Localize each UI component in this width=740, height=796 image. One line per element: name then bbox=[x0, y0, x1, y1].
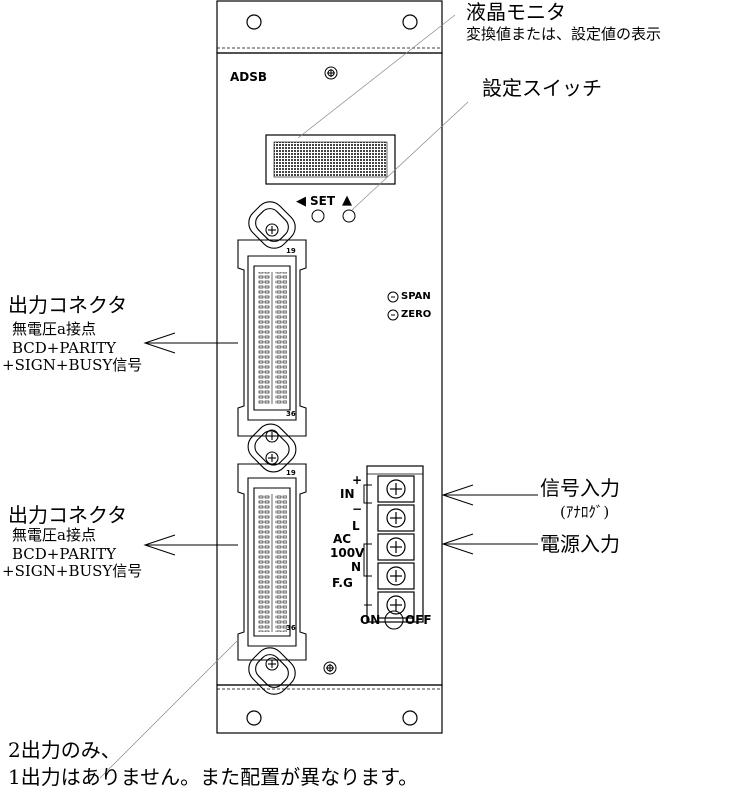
connector1-callout-line1: 無電圧a接点 bbox=[12, 320, 96, 338]
switch-left-button bbox=[311, 209, 325, 223]
terminal-n-label: N bbox=[351, 560, 362, 574]
signal-input-sub: (ｱﾅﾛｸﾞ) bbox=[560, 503, 610, 521]
screw-icon bbox=[323, 661, 337, 675]
terminal-screw-icon bbox=[377, 562, 415, 590]
callout-arrows bbox=[143, 332, 538, 556]
note-line-2: 1出力はありません。また配置が異なります。 bbox=[8, 765, 419, 789]
switch-up-button bbox=[342, 209, 356, 223]
power-switch-icon bbox=[384, 610, 404, 630]
pin-number: 19 bbox=[286, 247, 296, 255]
terminal-fg-label: F.G bbox=[332, 576, 353, 590]
mount-hole-icon bbox=[246, 14, 262, 30]
mount-hole-icon bbox=[402, 710, 418, 726]
top-bracket bbox=[216, 0, 443, 54]
zero-adjuster-icon bbox=[387, 309, 399, 321]
zero-label: ZERO bbox=[401, 309, 432, 320]
terminal-screw-icon bbox=[377, 533, 415, 561]
span-adjuster-icon bbox=[387, 291, 399, 303]
connector2-callout-title: 出力コネクタ bbox=[8, 503, 128, 527]
switch-left-arrow-icon: ◀ bbox=[296, 194, 306, 209]
note-line-1: 2出力のみ、 bbox=[8, 738, 121, 762]
setting-switches bbox=[311, 209, 356, 223]
terminal-minus-label: − bbox=[352, 502, 363, 516]
connector2-callout-line2: BCD+PARITY bbox=[12, 545, 117, 563]
lcd-callout-desc: 変換値または、設定値の表示 bbox=[466, 25, 662, 43]
terminal-in-label: IN bbox=[340, 487, 355, 501]
terminal-plus-label: + bbox=[352, 473, 363, 487]
output-connector-1 bbox=[237, 201, 307, 437]
switch-up-arrow-icon: ▲ bbox=[342, 193, 352, 208]
terminal-screw-icon bbox=[377, 475, 415, 503]
switch-callout: 設定スイッチ bbox=[482, 76, 602, 100]
power-input-callout: 電源入力 bbox=[540, 532, 620, 556]
pin-number: 19 bbox=[286, 469, 296, 477]
terminal-block bbox=[363, 465, 424, 623]
pin-number: 36 bbox=[286, 624, 296, 632]
connector2-callout-line1: 無電圧a接点 bbox=[12, 526, 96, 544]
output-connector-2 bbox=[237, 463, 307, 695]
lcd-callout-title: 液晶モニタ bbox=[466, 0, 566, 24]
screw-icon bbox=[324, 66, 338, 80]
mount-hole-icon bbox=[402, 14, 418, 30]
terminal-100v-label: 100V bbox=[330, 546, 365, 560]
screw-icon bbox=[265, 429, 279, 443]
model-label: ADSB bbox=[230, 70, 268, 84]
terminal-screw-icon bbox=[377, 504, 415, 532]
connector1-callout-title: 出力コネクタ bbox=[8, 293, 128, 317]
power-on-label: ON bbox=[360, 613, 381, 627]
connector2-callout-line3: +SIGN+BUSY信号 bbox=[2, 562, 143, 580]
bottom-bracket bbox=[216, 684, 443, 734]
lcd-monitor bbox=[265, 134, 396, 185]
span-label: SPAN bbox=[401, 291, 431, 302]
terminal-ac-label: AC bbox=[333, 532, 352, 546]
signal-input-callout: 信号入力 bbox=[540, 476, 620, 500]
leader-lines bbox=[99, 14, 469, 779]
terminal-l-label: L bbox=[352, 519, 360, 533]
terminal-screw-icon bbox=[377, 591, 415, 619]
connector1-callout-line3: +SIGN+BUSY信号 bbox=[2, 356, 143, 374]
power-off-label: OFF bbox=[405, 613, 432, 627]
mount-hole-icon bbox=[246, 710, 262, 726]
pin-number: 36 bbox=[286, 410, 296, 418]
set-label: SET bbox=[310, 194, 336, 208]
connector1-callout-line2: BCD+PARITY bbox=[12, 339, 117, 357]
